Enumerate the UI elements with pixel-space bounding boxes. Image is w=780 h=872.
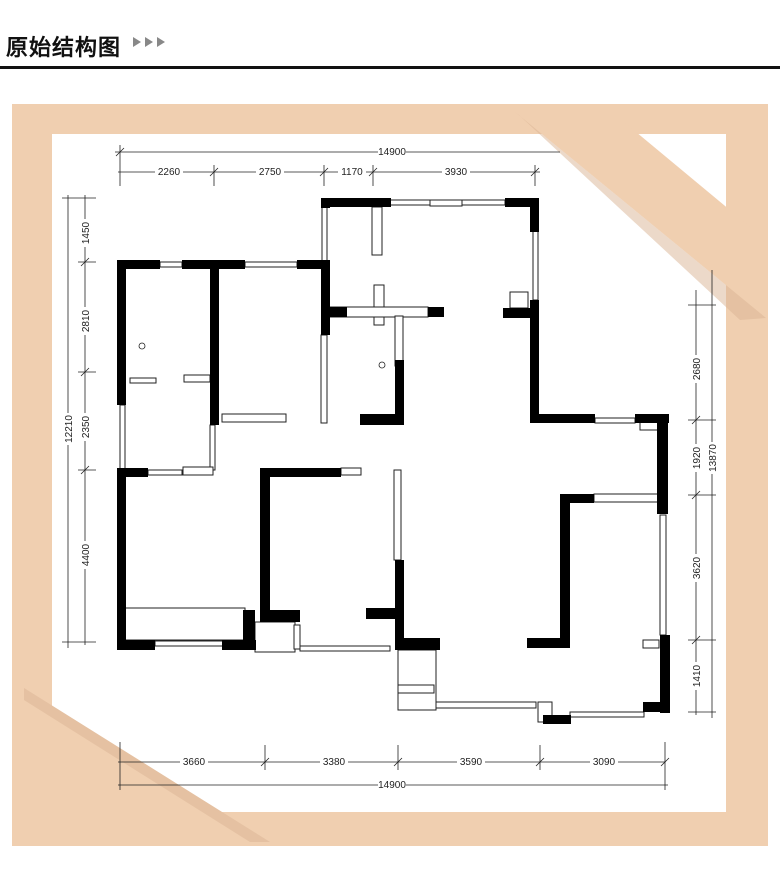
fold-shadow-top (515, 112, 766, 320)
left-segment-label: 1450 (81, 221, 92, 244)
page-title: 原始结构图 (6, 35, 122, 61)
title-arrows (133, 37, 165, 47)
triangle-right-icon (157, 37, 165, 47)
structural-walls (117, 198, 670, 724)
right-segment-label: 2680 (692, 357, 703, 380)
page-header: 原始结构图 (0, 0, 780, 70)
floor-drain-icon (378, 361, 386, 369)
bottom-segment-label: 3660 (183, 757, 206, 768)
top-segment-label: 3930 (445, 167, 468, 178)
header-divider (0, 66, 780, 69)
top-segment-label: 2260 (158, 167, 181, 178)
floor-drains (138, 342, 386, 369)
top-segment-label: 2750 (259, 167, 282, 178)
right-segment-label: 1920 (692, 446, 703, 469)
dimension-labels: 14900 2260 2750 1170 3930 3660 3380 3590… (62, 146, 719, 791)
top-total-label: 14900 (378, 147, 406, 158)
left-segment-label: 2810 (81, 309, 92, 332)
left-segment-label: 4400 (81, 543, 92, 566)
floor-drain-icon (138, 342, 146, 350)
fold-shadow-bottom (24, 688, 270, 842)
bottom-segment-label: 3090 (593, 757, 616, 768)
bottom-total-label: 14900 (378, 780, 406, 791)
left-segment-label: 2350 (81, 415, 92, 438)
triangle-right-icon (145, 37, 153, 47)
top-segment-label: 1170 (341, 167, 363, 178)
triangle-right-icon (133, 37, 141, 47)
left-total-label: 12210 (64, 415, 75, 443)
right-segment-label: 1410 (692, 664, 703, 687)
right-segment-label: 3620 (692, 556, 703, 579)
bottom-segment-label: 3590 (460, 757, 483, 768)
right-total-label: 13870 (708, 444, 719, 472)
bottom-segment-label: 3380 (323, 757, 346, 768)
windows-and-thin-walls (119, 199, 667, 723)
